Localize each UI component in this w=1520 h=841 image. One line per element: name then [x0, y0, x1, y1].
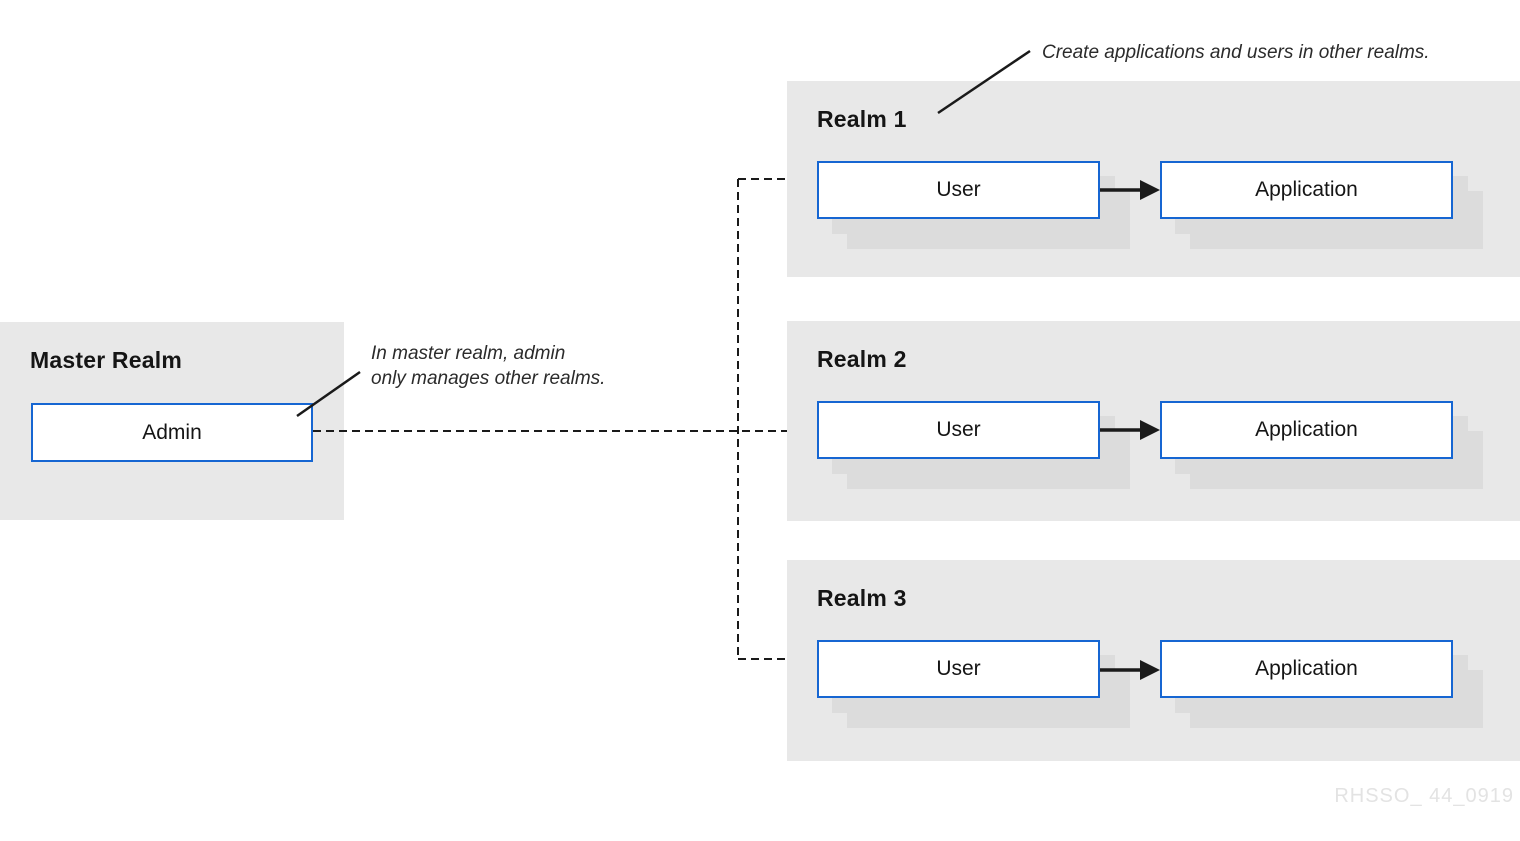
realm-2-title: Realm 2 [817, 346, 907, 372]
master-realm-panel: Master Realm Admin [0, 322, 344, 520]
application-label: Application [1255, 657, 1358, 680]
application-label: Application [1255, 418, 1358, 441]
realm-1-panel: Realm 1 User Application [787, 81, 1520, 277]
user-label: User [936, 178, 981, 201]
annotation-master-realm: In master realm, admin only manages othe… [371, 341, 605, 391]
realm-3-application-box: Application [1160, 640, 1453, 698]
realm-1-user-box: User [817, 161, 1100, 219]
watermark-text: RHSSO_ 44_0919 [1334, 785, 1514, 807]
realm-2-application-box: Application [1160, 401, 1453, 459]
master-realm-title: Master Realm [30, 347, 182, 373]
admin-box: Admin [31, 403, 313, 462]
user-label: User [936, 418, 981, 441]
realm-2-panel: Realm 2 User Application [787, 321, 1520, 521]
user-label: User [936, 657, 981, 680]
admin-label: Admin [142, 420, 202, 444]
realm-3-panel: Realm 3 User Application [787, 560, 1520, 761]
annotation-master-line1: In master realm, admin [371, 343, 566, 364]
realm-1-title: Realm 1 [817, 106, 907, 132]
application-label: Application [1255, 178, 1358, 201]
realm-1-application-box: Application [1160, 161, 1453, 219]
realm-2-user-box: User [817, 401, 1100, 459]
annotation-create-realms: Create applications and users in other r… [1042, 42, 1430, 63]
realm-3-user-box: User [817, 640, 1100, 698]
annotation-master-line2: only manages other realms. [371, 368, 606, 389]
realm-3-title: Realm 3 [817, 585, 907, 611]
dashed-connector [313, 178, 787, 660]
